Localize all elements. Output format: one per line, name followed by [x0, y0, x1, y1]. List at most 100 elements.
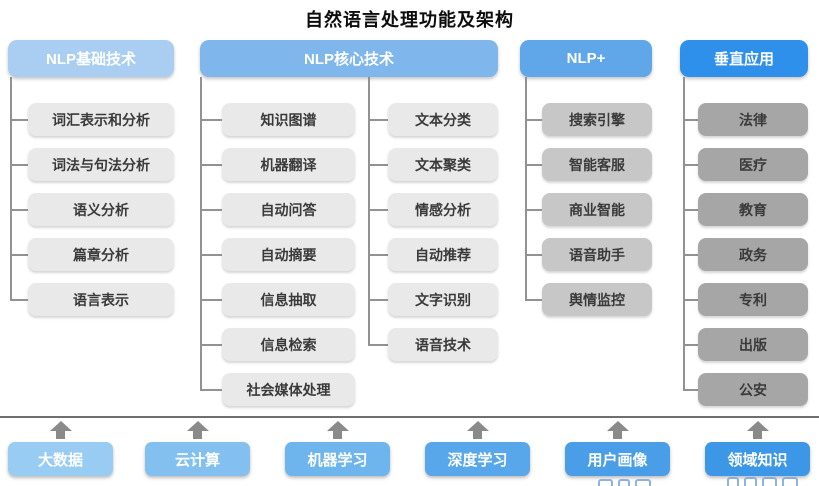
tech-item: 信息检索	[222, 328, 355, 361]
connector-tick	[683, 163, 698, 166]
connector-tick	[525, 208, 542, 211]
tech-item: 情感分析	[388, 193, 498, 226]
foundation-item: 云计算	[145, 442, 250, 476]
connector-tick	[683, 208, 698, 211]
tech-item: 机器翻译	[222, 148, 355, 181]
tech-item: 文本分类	[388, 103, 498, 136]
connector-tick	[683, 253, 698, 256]
connector-tick	[368, 298, 388, 301]
arrow-up-icon	[49, 421, 72, 439]
column-nlp-plus: NLP+ 搜索引擎 智能客服 商业智能 语音助手 舆情监控	[520, 40, 652, 316]
list-item: 智能客服	[520, 148, 652, 181]
connector-tick	[683, 343, 698, 346]
column-nlp-core: NLP核心技术 知识图谱 机器翻译 自动问答 自动摘要 信息抽取 信息检索 社会…	[200, 40, 498, 406]
tech-item: 词法与句法分析	[28, 148, 174, 181]
connector-tick	[10, 163, 28, 166]
column-header-nlp-plus: NLP+	[520, 40, 652, 77]
domain-item: 教育	[698, 193, 808, 226]
item-stack: 词汇表示和分析 词法与句法分析 语义分析 篇章分析 语言表示	[8, 77, 174, 316]
list-item: 搜索引擎	[520, 103, 652, 136]
connector-tick	[683, 388, 698, 391]
connector-tick	[10, 253, 28, 256]
tech-item: 文字识别	[388, 283, 498, 316]
tech-item: 自动摘要	[222, 238, 355, 271]
connector-tick	[368, 343, 388, 346]
foundation-item: 机器学习	[285, 442, 390, 476]
column-header-vertical-apps: 垂直应用	[680, 40, 808, 77]
connector-tick	[368, 253, 388, 256]
connector-tick	[10, 118, 28, 121]
connector-tick	[10, 208, 28, 211]
item-stack-right: 文本分类 文本聚类 情感分析 自动推荐 文字识别 语音技术	[355, 77, 498, 406]
list-item: 语音技术	[355, 328, 498, 361]
tech-item: 自动问答	[222, 193, 355, 226]
connector-tick	[525, 253, 542, 256]
connector-tick	[200, 298, 222, 301]
list-item: 专利	[680, 283, 808, 316]
tech-item: 语言表示	[28, 283, 174, 316]
application-item: 舆情监控	[542, 283, 652, 316]
item-stack: 法律 医疗 教育 政务 专利 出版 公安	[680, 77, 808, 406]
list-item: 知识图谱	[200, 103, 355, 136]
connector-tick	[200, 253, 222, 256]
list-item: 词汇表示和分析	[8, 103, 174, 136]
watermark-fragment	[727, 477, 798, 486]
connector-tick	[368, 118, 388, 121]
list-item: 出版	[680, 328, 808, 361]
domain-item: 法律	[698, 103, 808, 136]
diagram-title: 自然语言处理功能及架构	[305, 10, 514, 30]
connector-tick	[200, 388, 222, 391]
connector-tick	[200, 208, 222, 211]
list-item: 自动问答	[200, 193, 355, 226]
list-item: 社会媒体处理	[200, 373, 355, 406]
arrow-up-icon	[186, 421, 209, 439]
arrow-up-icon	[326, 421, 349, 439]
list-item: 机器翻译	[200, 148, 355, 181]
item-stack: 搜索引擎 智能客服 商业智能 语音助手 舆情监控	[520, 77, 652, 316]
tech-item: 文本聚类	[388, 148, 498, 181]
tech-item: 语义分析	[28, 193, 174, 226]
list-item: 词法与句法分析	[8, 148, 174, 181]
tech-item: 自动推荐	[388, 238, 498, 271]
tech-item: 词汇表示和分析	[28, 103, 174, 136]
foundation-group: 机器学习	[285, 421, 390, 476]
list-item: 医疗	[680, 148, 808, 181]
connector-tick	[200, 118, 222, 121]
connector-tick	[683, 298, 698, 301]
foundation-item: 用户画像	[565, 442, 670, 476]
list-item: 公安	[680, 373, 808, 406]
foundation-group: 云计算	[145, 421, 250, 476]
list-item: 信息检索	[200, 328, 355, 361]
list-item: 教育	[680, 193, 808, 226]
list-item: 自动摘要	[200, 238, 355, 271]
tech-item: 语音技术	[388, 328, 498, 361]
foundation-item: 大数据	[8, 442, 113, 476]
application-item: 商业智能	[542, 193, 652, 226]
list-item: 语义分析	[8, 193, 174, 226]
domain-item: 医疗	[698, 148, 808, 181]
list-item: 文字识别	[355, 283, 498, 316]
foundation-item: 深度学习	[425, 442, 530, 476]
connector-rail	[10, 77, 12, 301]
list-item: 文本聚类	[355, 148, 498, 181]
domain-item: 公安	[698, 373, 808, 406]
item-stack-left: 知识图谱 机器翻译 自动问答 自动摘要 信息抽取 信息检索 社会媒体处理	[200, 77, 355, 406]
connector-rail	[200, 77, 202, 391]
tech-item: 信息抽取	[222, 283, 355, 316]
connector-tick	[368, 208, 388, 211]
list-item: 商业智能	[520, 193, 652, 226]
connector-tick	[10, 298, 28, 301]
arrow-up-icon	[606, 421, 629, 439]
connector-tick	[200, 163, 222, 166]
tech-item: 社会媒体处理	[222, 373, 355, 406]
connector-tick	[525, 118, 542, 121]
connector-tick	[683, 118, 698, 121]
list-item: 自动推荐	[355, 238, 498, 271]
application-item: 智能客服	[542, 148, 652, 181]
column-vertical-apps: 垂直应用 法律 医疗 教育 政务 专利 出版 公安	[680, 40, 808, 406]
tech-item: 篇章分析	[28, 238, 174, 271]
list-item: 语言表示	[8, 283, 174, 316]
connector-tick	[200, 343, 222, 346]
connector-rail	[525, 77, 527, 301]
